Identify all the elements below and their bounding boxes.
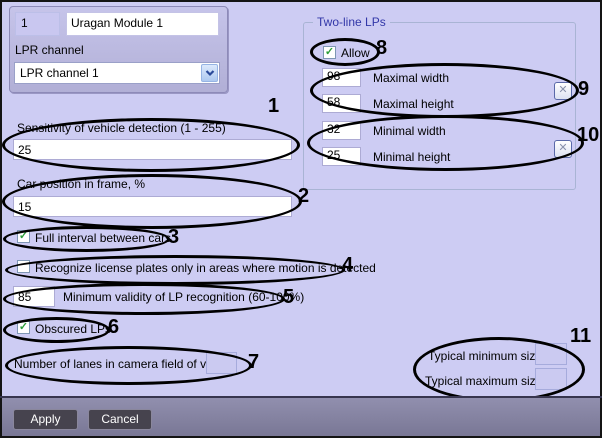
lanes-label: Number of lanes in camera field of view	[14, 357, 225, 371]
motion-only-checkbox[interactable]	[17, 260, 30, 273]
check-icon: ✓	[18, 321, 29, 333]
full-interval-label: Full interval between cars	[35, 231, 172, 245]
typical-min-input[interactable]	[535, 343, 567, 365]
minimal-height-input[interactable]: 25	[322, 147, 361, 166]
maximal-width-label: Maximal width	[373, 71, 450, 85]
sensitivity-label: Sensitivity of vehicle detection (1 - 25…	[17, 121, 226, 135]
allow-checkbox[interactable]: ✓	[323, 46, 336, 59]
x-icon: ✕	[558, 84, 568, 96]
car-position-label: Car position in frame, %	[17, 177, 146, 191]
lpr-channel-label: LPR channel	[15, 43, 84, 57]
check-icon: ✓	[18, 230, 29, 242]
check-icon: ✓	[324, 46, 335, 58]
obscured-lps-checkbox[interactable]: ✓	[17, 321, 30, 334]
allow-label: Allow	[341, 46, 370, 60]
sensitivity-input[interactable]: 25	[13, 139, 292, 160]
lpr-channel-selected-value: LPR channel 1	[20, 66, 99, 80]
cancel-button[interactable]: Cancel	[88, 409, 152, 430]
footer-bar: Apply Cancel	[0, 398, 602, 438]
minimal-height-label: Minimal height	[373, 150, 451, 164]
typical-max-label: Typical maximum size	[425, 374, 543, 388]
full-interval-checkbox[interactable]: ✓	[17, 230, 30, 243]
annotation-number-9: 9	[578, 78, 590, 100]
annotation-number-11: 11	[570, 325, 592, 347]
maximal-height-input[interactable]: 58	[322, 94, 361, 113]
footer-divider	[0, 396, 602, 398]
apply-button[interactable]: Apply	[13, 409, 78, 430]
lanes-input[interactable]	[206, 352, 237, 374]
x-icon: ✕	[558, 142, 568, 154]
minimal-width-label: Minimal width	[373, 124, 446, 138]
module-panel: 1 Uragan Module 1 LPR channel LPR channe…	[9, 6, 228, 93]
annotation-number-1: 1	[268, 95, 280, 117]
maximal-size-x-button[interactable]: ✕	[554, 82, 572, 100]
motion-only-label: Recognize license plates only in areas w…	[35, 261, 376, 275]
min-validity-label: Minimum validity of LP recognition (60-1…	[63, 290, 305, 304]
typical-min-label: Typical minimum size	[428, 349, 543, 363]
lpr-channel-select[interactable]: LPR channel 1	[14, 62, 220, 84]
two-line-lps-title: Two-line LPs	[313, 15, 390, 29]
car-position-input[interactable]: 15	[13, 196, 292, 217]
chevron-down-icon	[205, 69, 214, 76]
module-id-field[interactable]: 1	[15, 12, 60, 36]
maximal-height-label: Maximal height	[373, 97, 454, 111]
minimal-size-x-button[interactable]: ✕	[554, 140, 572, 158]
obscured-lps-label: Obscured LPs	[35, 322, 112, 336]
typical-max-input[interactable]	[535, 368, 567, 390]
annotation-number-10: 10	[577, 124, 600, 146]
min-validity-input[interactable]: 85	[13, 286, 55, 307]
module-name-field[interactable]: Uragan Module 1	[66, 12, 219, 36]
minimal-width-input[interactable]: 32	[322, 121, 361, 140]
two-line-lps-group: Two-line LPs ✓ Allow 98 Maximal width 58…	[303, 15, 576, 190]
annotation-number-7: 7	[248, 351, 260, 373]
combo-dropdown-button[interactable]	[201, 64, 218, 82]
maximal-width-input[interactable]: 98	[322, 68, 361, 87]
